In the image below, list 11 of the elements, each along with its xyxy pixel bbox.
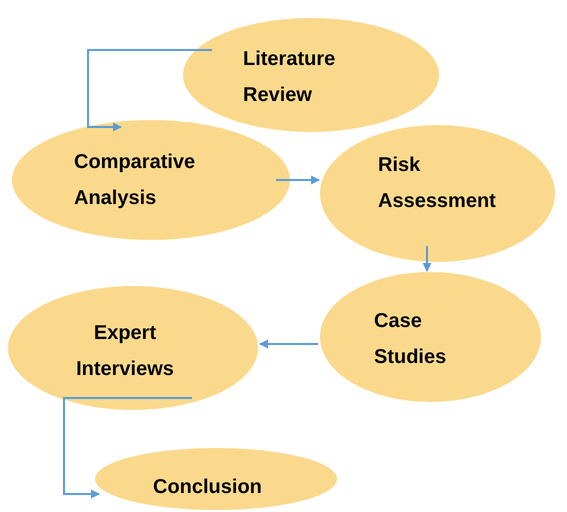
node-label: Conclusion (153, 475, 263, 500)
node-label: Expert Interviews (75, 321, 175, 382)
arrow (87, 49, 212, 132)
arrow (276, 176, 320, 184)
node-label: Case Studies (374, 309, 448, 370)
node-label: Risk Assessment (378, 153, 497, 214)
node-label: Literature Review (243, 47, 336, 108)
arrow (422, 246, 432, 272)
arrow (63, 397, 192, 498)
node-label: Comparative Analysis (74, 150, 196, 211)
arrow (259, 340, 318, 348)
